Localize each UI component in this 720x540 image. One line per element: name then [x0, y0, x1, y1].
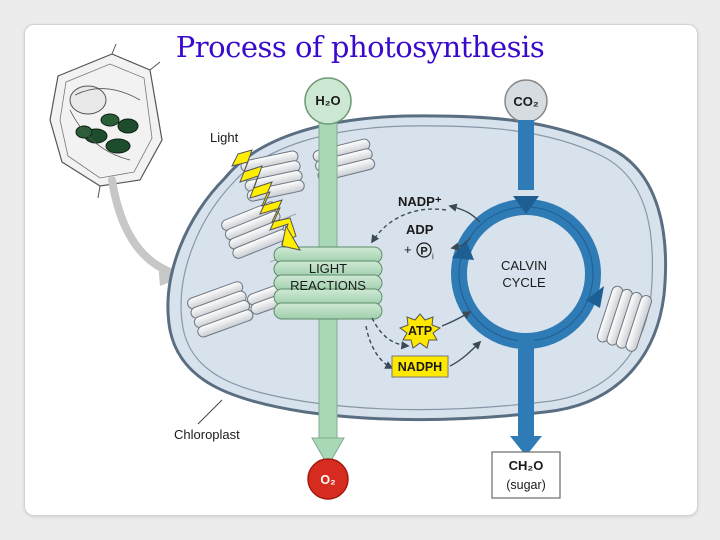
cell-illustration-icon — [49, 43, 163, 199]
slide-title: Process of photosynthesis — [175, 30, 545, 64]
light-reactions-label-1: LIGHT — [309, 261, 347, 276]
adp-label: ADP — [406, 222, 434, 237]
nadph-label: NADPH — [398, 360, 442, 374]
dashed-flows — [365, 208, 447, 369]
calvin-label-1: CALVIN — [501, 258, 547, 273]
plus-label: + — [404, 242, 412, 257]
chloroplast-label: Chloroplast — [174, 427, 240, 442]
light-reactions-label-2: REACTIONS — [290, 278, 366, 293]
phosphate-sub: i — [432, 252, 434, 261]
co2-label: CO₂ — [513, 94, 539, 109]
o2-circle — [307, 458, 349, 500]
calvin-label-2: CYCLE — [502, 275, 546, 290]
phosphate-circle-icon — [416, 242, 432, 258]
nadph-box — [391, 355, 449, 378]
nadp-plus-label: NADP⁺ — [398, 194, 442, 209]
atp-star-icon — [398, 313, 442, 349]
sugar-box — [491, 451, 561, 499]
phosphate-label: P — [420, 246, 427, 258]
light-label: Light — [210, 130, 239, 145]
lightning-icon — [231, 149, 302, 251]
sugar-label: (sugar) — [506, 478, 546, 492]
h2o-label: H₂O — [315, 93, 340, 108]
o2-label: O₂ — [320, 473, 335, 487]
atp-label: ATP — [408, 324, 432, 338]
light-reactions-stack — [273, 246, 383, 320]
h2o-circle — [304, 77, 352, 125]
ch2o-label: CH₂O — [509, 458, 544, 473]
